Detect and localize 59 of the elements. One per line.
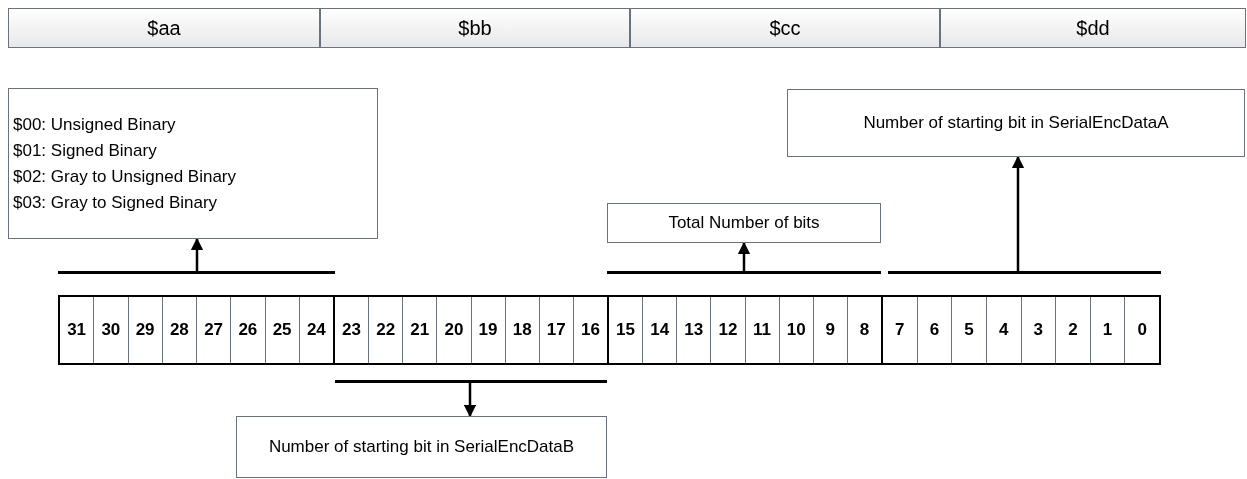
arrow (737, 241, 751, 271)
arrow (190, 237, 204, 271)
bit-cell: 26 (231, 297, 266, 363)
bracket-bar (607, 271, 881, 274)
bit-cell: 29 (128, 297, 163, 363)
bit-cell: 5 (952, 297, 987, 363)
arrow (463, 383, 477, 418)
bit-cell: 7 (883, 297, 918, 363)
bit-cell: 8 (847, 297, 881, 363)
bit-cell: 23 (335, 297, 370, 363)
arrow (1011, 155, 1025, 271)
bit-cell: 30 (94, 297, 129, 363)
byte-group (881, 295, 1161, 365)
description-box (607, 203, 881, 243)
description-text: Number of starting bit in SerialEncDataA (862, 112, 1170, 134)
bit-cell: 0 (1125, 297, 1159, 363)
byte-group (607, 295, 883, 365)
bit-cell: 10 (779, 297, 814, 363)
bit-cell: 1 (1090, 297, 1126, 363)
bit-cell: 16 (573, 297, 607, 363)
bit-cell: 25 (265, 297, 300, 363)
byte-group (58, 295, 335, 365)
bit-cell: 17 (539, 297, 574, 363)
bit-cell: 31 (60, 297, 95, 363)
bit-cell: 11 (745, 297, 780, 363)
description-box (236, 416, 607, 478)
bit-cell: 3 (1021, 297, 1057, 363)
description-text: $03: Gray to Signed Binary (13, 191, 219, 214)
description-text: Total Number of bits (667, 212, 821, 234)
bit-cell: 4 (986, 297, 1022, 363)
bit-cell: 9 (813, 297, 848, 363)
bit-cell: 28 (162, 297, 197, 363)
bracket-bar (335, 380, 607, 383)
bit-cell: 13 (677, 297, 712, 363)
bit-cell: 21 (403, 297, 438, 363)
description-box (8, 88, 378, 239)
byte-group (333, 295, 609, 365)
bit-cell: 15 (609, 297, 644, 363)
bit-cell: 2 (1056, 297, 1091, 363)
bracket-bar (888, 271, 1161, 274)
bit-cell: 12 (711, 297, 746, 363)
bit-cell: 20 (437, 297, 472, 363)
description-text: $01: Signed Binary (13, 139, 158, 162)
byte-header: $aa (8, 8, 320, 48)
bracket-bar (58, 271, 335, 274)
bit-cell: 22 (369, 297, 404, 363)
bit-cell: 6 (917, 297, 953, 363)
bit-cell: 27 (197, 297, 232, 363)
description-text: $00: Unsigned Binary (13, 113, 177, 136)
bit-cell: 18 (505, 297, 540, 363)
byte-header: $cc (630, 8, 940, 48)
bit-cell: 14 (643, 297, 678, 363)
description-text: $02: Gray to Unsigned Binary (13, 165, 237, 188)
byte-header: $bb (320, 8, 630, 48)
description-box (787, 89, 1245, 157)
byte-header: $dd (940, 8, 1246, 48)
description-text: Number of starting bit in SerialEncDataB (267, 436, 576, 458)
bit-cell: 19 (471, 297, 506, 363)
bit-cell: 24 (299, 297, 333, 363)
